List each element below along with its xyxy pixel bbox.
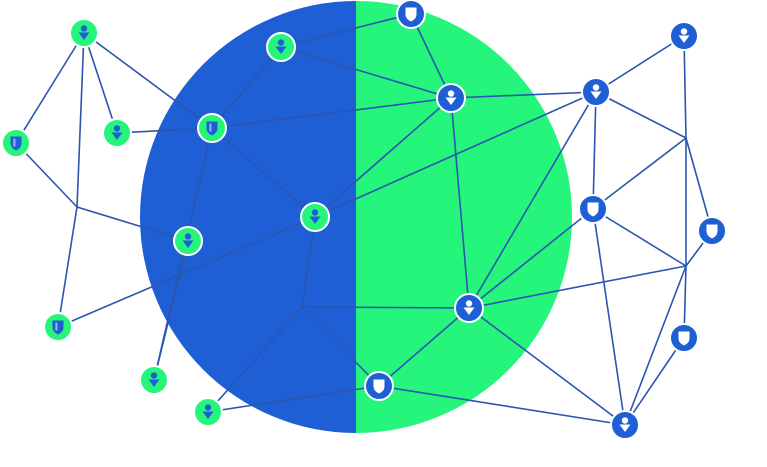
connection-line bbox=[15, 32, 85, 144]
person-icon bbox=[463, 300, 475, 315]
person-icon bbox=[182, 233, 194, 248]
connection-line bbox=[301, 306, 380, 387]
shield-node bbox=[578, 194, 608, 224]
shield-node bbox=[43, 312, 73, 342]
person-icon bbox=[148, 372, 160, 387]
user-node bbox=[102, 118, 132, 148]
user-node bbox=[173, 226, 203, 256]
connection-line bbox=[211, 127, 316, 218]
connection-line bbox=[76, 206, 189, 242]
connection-line bbox=[83, 32, 118, 134]
connection-line bbox=[207, 306, 303, 413]
shield-icon bbox=[706, 224, 718, 239]
shield-icon bbox=[206, 121, 218, 136]
shield-node bbox=[669, 323, 699, 353]
connection-line bbox=[116, 127, 213, 134]
connection-line bbox=[378, 385, 626, 426]
person-icon bbox=[202, 404, 214, 419]
connection-line bbox=[314, 91, 597, 218]
user-node bbox=[139, 365, 169, 395]
shield-icon bbox=[10, 136, 22, 151]
connection-line bbox=[280, 46, 452, 99]
connection-line bbox=[378, 307, 470, 387]
connection-line bbox=[592, 91, 597, 210]
connection-lines bbox=[15, 13, 713, 426]
shield-icon bbox=[678, 331, 690, 346]
person-icon bbox=[590, 84, 602, 99]
user-node bbox=[300, 202, 330, 232]
shield-node bbox=[697, 216, 727, 246]
connection-line bbox=[592, 208, 687, 267]
connection-line bbox=[211, 97, 452, 129]
connection-line bbox=[83, 32, 213, 129]
connection-line bbox=[410, 13, 452, 99]
shield-icon bbox=[405, 7, 417, 22]
shield-node bbox=[364, 371, 394, 401]
connection-line bbox=[595, 91, 687, 139]
connection-line bbox=[153, 240, 189, 381]
user-node bbox=[69, 18, 99, 48]
network-nodes bbox=[1, 0, 727, 440]
connection-line bbox=[468, 208, 594, 309]
shield-node bbox=[396, 0, 426, 29]
shield-node bbox=[197, 113, 227, 143]
split-globe bbox=[140, 1, 572, 433]
connection-line bbox=[280, 13, 412, 48]
connection-line bbox=[683, 35, 687, 139]
user-node bbox=[581, 77, 611, 107]
user-node bbox=[610, 410, 640, 440]
person-icon bbox=[111, 125, 123, 140]
globe-left-half bbox=[140, 1, 356, 433]
user-node bbox=[454, 293, 484, 323]
connection-line bbox=[450, 91, 597, 99]
user-node bbox=[266, 32, 296, 62]
connection-line bbox=[57, 216, 316, 328]
connection-line bbox=[450, 97, 470, 309]
connection-line bbox=[211, 46, 282, 129]
connection-line bbox=[624, 337, 685, 426]
shield-icon bbox=[373, 379, 385, 394]
shield-icon bbox=[52, 320, 64, 335]
connection-line bbox=[314, 97, 452, 218]
connection-line bbox=[301, 216, 316, 308]
connection-line bbox=[468, 91, 597, 309]
globe-right-half bbox=[356, 1, 572, 433]
connection-line bbox=[592, 208, 626, 426]
user-node bbox=[436, 83, 466, 113]
connection-line bbox=[685, 137, 713, 232]
connection-line bbox=[624, 265, 687, 426]
person-icon bbox=[78, 25, 90, 40]
user-node bbox=[669, 21, 699, 51]
connection-line bbox=[468, 307, 626, 426]
person-icon bbox=[619, 417, 631, 432]
person-icon bbox=[445, 90, 457, 105]
person-icon bbox=[309, 209, 321, 224]
connection-line bbox=[595, 35, 685, 93]
connection-line bbox=[57, 206, 78, 328]
connection-line bbox=[592, 137, 687, 210]
shield-icon bbox=[587, 202, 599, 217]
shield-node bbox=[1, 128, 31, 158]
connection-line bbox=[301, 306, 470, 309]
person-icon bbox=[275, 39, 287, 54]
connection-line bbox=[468, 265, 687, 309]
person-icon bbox=[678, 28, 690, 43]
user-node bbox=[193, 397, 223, 427]
connection-line bbox=[207, 385, 380, 413]
connection-line bbox=[76, 32, 85, 208]
